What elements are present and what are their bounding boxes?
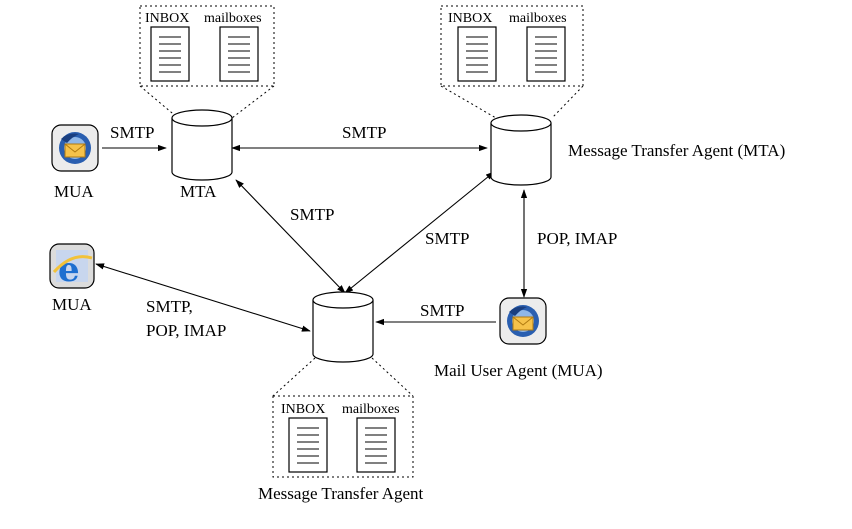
thunderbird-icon [499, 297, 547, 345]
mailbox-store-right: INBOX mailboxes [440, 5, 584, 87]
zoom-line-left-2 [231, 85, 275, 119]
mailboxes-label: mailboxes [204, 11, 262, 26]
thunderbird-icon [51, 124, 99, 172]
internet-explorer-icon: e [49, 243, 95, 290]
inbox-label: INBOX [281, 402, 325, 417]
zoom-line-left-1 [139, 85, 179, 119]
mailbox-store-bottom: INBOX mailboxes [272, 395, 414, 478]
edge-mta-right-to-mta-bottom [344, 171, 495, 294]
mailbox-store-left: INBOX mailboxes [139, 5, 275, 87]
document-icon [150, 26, 190, 82]
zoom-line-right-2 [551, 85, 584, 119]
label-mta-full: Message Transfer Agent (MTA) [568, 141, 785, 160]
document-icon [288, 417, 328, 473]
label-mta-left: MTA [180, 182, 217, 201]
label-pop-imap-ie: POP, IMAP [146, 321, 226, 340]
document-icon [356, 417, 396, 473]
database-cylinder-icon [171, 109, 233, 181]
label-smtp-mua-mta: SMTP [110, 123, 154, 142]
label-smtp-ie: SMTP, [146, 297, 193, 316]
zoom-line-bottom-2 [371, 357, 414, 397]
label-smtp-mta-mta: SMTP [342, 123, 386, 142]
label-smtp-diag-left: SMTP [290, 205, 334, 224]
edge-mua-ie-to-mta-bottom [95, 263, 311, 332]
zoom-line-bottom-1 [272, 357, 316, 397]
svg-text:e: e [58, 250, 80, 290]
document-icon [457, 26, 497, 82]
mailboxes-label: mailboxes [509, 11, 567, 26]
zoom-line-right-1 [440, 85, 497, 119]
label-smtp-diag-right: SMTP [425, 229, 469, 248]
inbox-label: INBOX [448, 11, 492, 26]
database-cylinder-icon [490, 114, 552, 186]
label-pop-imap-vertical: POP, IMAP [537, 229, 617, 248]
database-cylinder-icon [312, 291, 374, 363]
label-mta-bottom: Message Transfer Agent [258, 484, 424, 503]
document-icon [219, 26, 259, 82]
document-icon [526, 26, 566, 82]
mailboxes-label: mailboxes [342, 402, 400, 417]
label-smtp-mua-right: SMTP [420, 301, 464, 320]
label-mua-top: MUA [54, 182, 94, 201]
label-mua-full: Mail User Agent (MUA) [434, 361, 603, 380]
inbox-label: INBOX [145, 11, 189, 26]
label-mua-ie: MUA [52, 295, 92, 314]
edge-mta-left-to-mta-bottom [235, 179, 346, 294]
